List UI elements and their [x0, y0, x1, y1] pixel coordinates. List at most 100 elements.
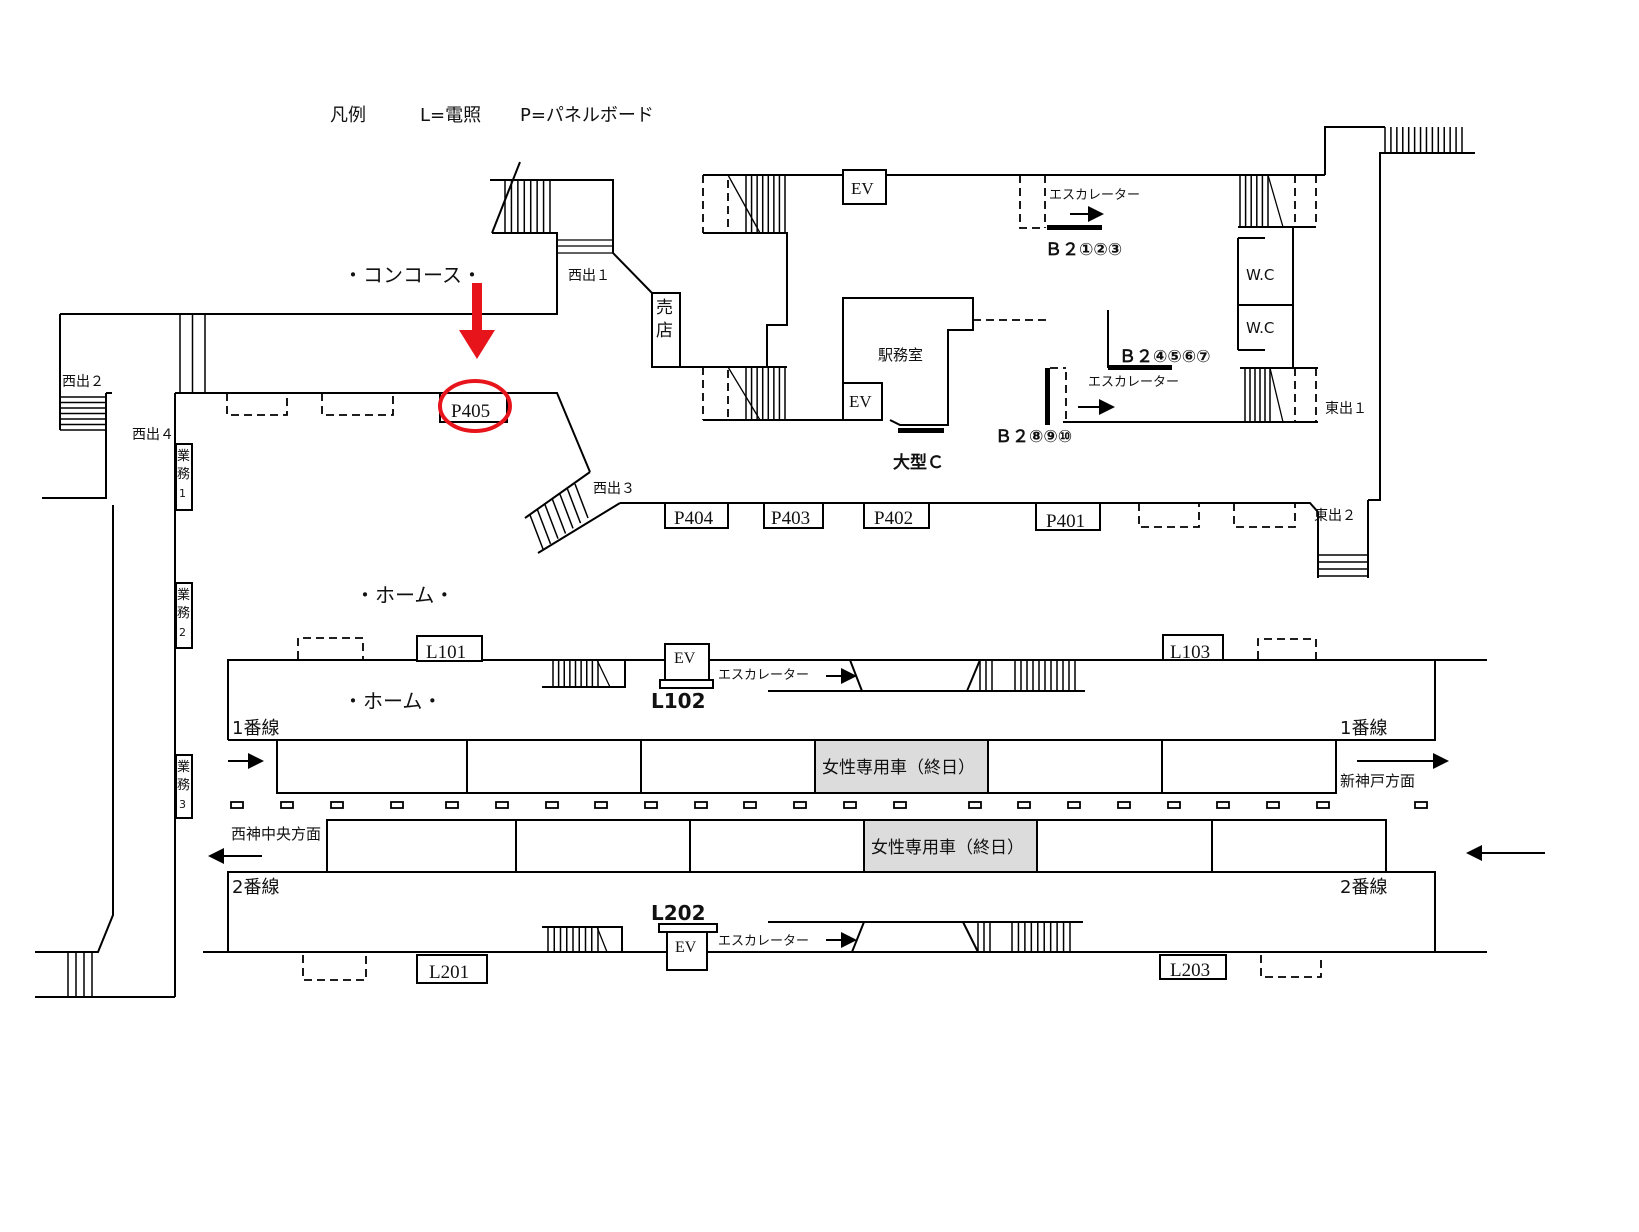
panel-label: P402: [874, 508, 913, 529]
track-tie: [644, 801, 658, 809]
light-l201: [416, 954, 488, 984]
office-1: [175, 443, 193, 511]
stair-step: [551, 499, 567, 534]
panel-p402: [863, 502, 930, 529]
panel-label: P403: [771, 508, 810, 529]
train-1: [276, 739, 1337, 794]
track-tie: [793, 801, 807, 809]
escalator-label: エスカレーター: [1088, 375, 1179, 390]
panel-label: P404: [674, 508, 714, 529]
escalator-label: エスカレーター: [1049, 188, 1140, 203]
ev-box-platform1: [664, 643, 710, 681]
kiosk-label: 店: [656, 321, 673, 341]
panel-label: P405: [451, 401, 490, 422]
exit-east2: 東出２: [1314, 508, 1356, 524]
stair-step: [529, 514, 544, 550]
escalator-label: エスカレーター: [718, 934, 809, 949]
panel-p404: [664, 502, 729, 529]
track-tie: [230, 801, 244, 809]
track-tie: [280, 801, 294, 809]
ev-label: EV: [674, 650, 696, 667]
track-tie: [330, 801, 344, 809]
panel-p401: [1035, 502, 1101, 531]
light-l203: [1159, 954, 1227, 980]
stair-step: [536, 509, 552, 545]
track-tie: [390, 801, 404, 809]
office-3: [175, 754, 193, 819]
office-label: 1: [179, 487, 186, 500]
exit-west4: 西出４: [132, 427, 174, 443]
light-l202-plate: [658, 923, 718, 933]
track-tie: [445, 801, 459, 809]
office-label: 2: [179, 626, 186, 639]
ev-label: EV: [675, 939, 697, 956]
board-b2-4567: Ｂ２④⑤⑥⑦: [1119, 347, 1211, 367]
track1-label-right: 1番線: [1340, 718, 1387, 739]
wc-label: W.C: [1246, 319, 1274, 337]
home-label-lower: ・ホーム・: [343, 689, 442, 713]
track1-label-left: 1番線: [232, 718, 279, 739]
ev-box-office: [842, 382, 883, 421]
women-car-label: 女性専用車（終日）: [871, 838, 1024, 858]
women-car-label: 女性専用車（終日）: [822, 758, 975, 778]
light-label: L203: [1170, 960, 1210, 981]
red-arrow-down-icon: [459, 330, 495, 359]
light-l101: [416, 635, 483, 662]
women-only-car-1: [814, 739, 989, 794]
light-l102-label: L102: [651, 689, 706, 713]
direction-east-label: 新神戸方面: [1340, 772, 1415, 790]
train-track-2: 女性専用車（終日） 西神中央方面: [208, 819, 1545, 873]
platform-2: 2番線 2番線 L202 EV エスカレーター L201 L203: [203, 871, 1487, 984]
wc-label: W.C: [1246, 266, 1274, 284]
large-c-bar: [898, 428, 944, 433]
legend-light: L=電照: [420, 105, 481, 126]
ev-box-concourse-top: [842, 169, 887, 205]
board-b2-8910: Ｂ２⑧⑨⑩: [995, 427, 1072, 447]
exit-west1: 西出１: [568, 268, 610, 284]
track-tie: [1266, 801, 1280, 809]
track-tie: [1017, 801, 1031, 809]
exit-east1: 東出１: [1325, 401, 1367, 417]
light-label: L103: [1170, 642, 1210, 663]
track-tie: [1414, 801, 1428, 809]
track-tie: [594, 801, 608, 809]
panel-p403: [763, 502, 824, 529]
kiosk-label: 売: [656, 298, 673, 318]
concourse-label: ・コンコース・: [343, 263, 482, 287]
legend-title: 凡例: [330, 105, 366, 126]
ev-box-platform2: [666, 931, 708, 971]
train-track-1: 女性専用車（終日） 新神戸方面: [228, 739, 1449, 794]
office-label: 3: [179, 798, 186, 811]
office-label: 業: [177, 759, 190, 775]
stair-step: [574, 483, 589, 519]
panel-p405: [439, 392, 508, 423]
stair-step: [559, 494, 574, 529]
concourse-labels: ・コンコース・ ・ホーム・ 西出１ 西出２ 西出３ 西出４ 東出１ 東出２ 駅務…: [62, 188, 1367, 607]
board-b2-123: Ｂ２①②③: [1045, 240, 1122, 260]
legend-panel: P=パネルボード: [520, 105, 654, 126]
direction-west-label: 西神中央方面: [231, 825, 321, 843]
light-label: L201: [429, 962, 469, 983]
office-2: [175, 582, 193, 649]
office-label: 務: [177, 606, 190, 621]
office-label: 業: [177, 448, 190, 464]
track-tie: [1117, 801, 1131, 809]
track-tie: [1216, 801, 1230, 809]
platform-1: L101 EV L102 エスカレーター L103 ・ホーム・ 1番線 1番線: [227, 634, 1487, 741]
track-tie: [843, 801, 857, 809]
women-only-car-2: [863, 819, 1038, 873]
station-office-label: 駅務室: [878, 346, 923, 364]
track-tie: [968, 801, 982, 809]
light-l202-label: L202: [651, 901, 706, 925]
track-tie: [1316, 801, 1330, 809]
track-ties: [230, 801, 1428, 809]
track2-label-right: 2番線: [1340, 877, 1387, 898]
track-tie: [1067, 801, 1081, 809]
light-l103: [1162, 634, 1224, 661]
track-tie: [495, 801, 509, 809]
ev-label: EV: [851, 179, 874, 198]
light-l102-plate: [659, 679, 714, 689]
stair-step: [544, 504, 559, 539]
